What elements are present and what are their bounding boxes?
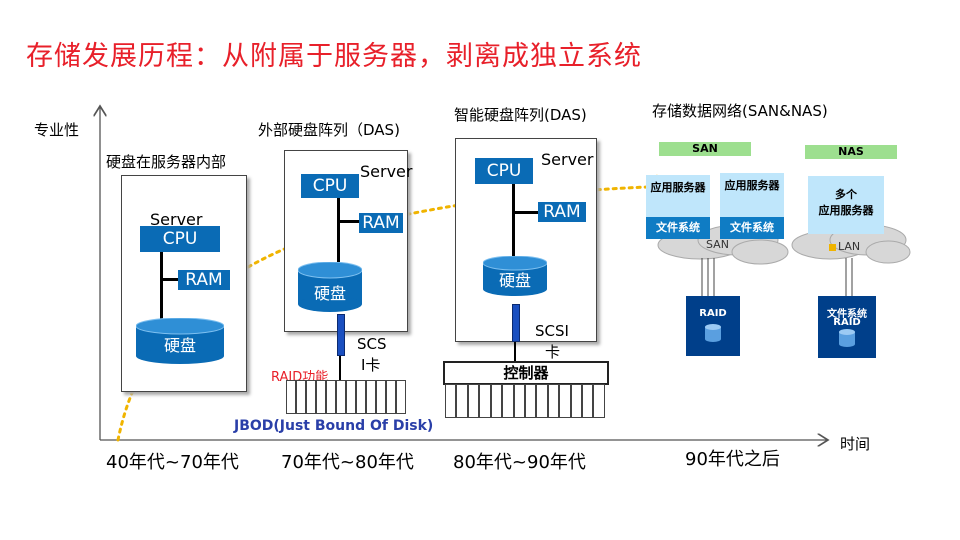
drive-bay xyxy=(296,380,306,414)
san-app-server-2: 应用服务器 xyxy=(720,173,784,217)
drive-bay xyxy=(396,380,406,414)
era-label-1: 40年代~70年代 xyxy=(106,452,239,473)
drive-bay xyxy=(479,384,491,418)
stage2-jbod-label: JBOD(Just Bound Of Disk) xyxy=(234,418,434,434)
stage2-server-label: Server xyxy=(360,162,413,181)
stage3-disk: 硬盘 xyxy=(482,255,548,296)
stage2-card-label-1: SCS xyxy=(357,335,387,353)
drive-bay xyxy=(326,380,336,414)
disk-icon xyxy=(705,324,721,342)
nas-fs-label: 文件系统 xyxy=(827,309,867,320)
drive-bay xyxy=(524,384,537,418)
san-pill: SAN xyxy=(659,142,751,156)
nas-raid: 文件系统 RAID xyxy=(818,296,876,358)
stage3-heading: 智能硬盘阵列(DAS) xyxy=(454,106,587,124)
nas-multi-app-server: 多个 应用服务器 xyxy=(808,176,884,234)
stage1-bus-line xyxy=(160,252,163,324)
stage1-heading: 硬盘在服务器内部 xyxy=(106,153,227,171)
disk-icon xyxy=(482,255,548,296)
stage4-heading: 存储数据网络(SAN&NAS) xyxy=(652,102,828,120)
drive-bay xyxy=(536,384,548,418)
san-fs-1: 文件系统 xyxy=(646,217,710,239)
drive-bay xyxy=(386,380,396,414)
stage2-card-label-2: I卡 xyxy=(361,356,381,374)
stage2-bus-line xyxy=(337,198,340,266)
stage2-heading: 外部硬盘阵列（DAS) xyxy=(258,121,400,139)
page-title: 存储发展历程：从附属于服务器，剥离成独立系统 xyxy=(26,41,642,72)
stage2-disk: 硬盘 xyxy=(297,261,363,312)
drive-bay xyxy=(376,380,386,414)
drive-bay xyxy=(356,380,366,414)
drive-bay xyxy=(582,384,594,418)
nas-pill: NAS xyxy=(805,145,897,159)
era-label-2: 70年代~80年代 xyxy=(281,452,414,473)
stage2-card-link xyxy=(339,356,341,380)
drive-bay xyxy=(490,384,503,418)
san-raid-label: RAID xyxy=(699,308,727,319)
stage3-ram: RAM xyxy=(538,202,586,222)
stage3-server-label: Server xyxy=(541,150,594,169)
drive-bay xyxy=(346,380,356,414)
drive-bay xyxy=(467,384,480,418)
stage2-ram-link xyxy=(337,220,359,223)
stage3-ram-link xyxy=(512,211,538,214)
drive-bay xyxy=(316,380,326,414)
stage1-ram: RAM xyxy=(178,270,230,290)
stage2-scsi-card xyxy=(337,314,345,356)
stage1-disk: 硬盘 xyxy=(135,317,225,364)
app-server-label: 应用服务器 xyxy=(650,181,706,194)
stage3-card-label-1: SCSI xyxy=(535,322,569,340)
multi-label-2: 应用服务器 xyxy=(818,204,874,217)
era-label-3: 80年代~90年代 xyxy=(453,452,586,473)
stage2-disk-label: 硬盘 xyxy=(313,284,346,303)
san-app-server-1: 应用服务器 xyxy=(646,175,710,217)
y-axis-label: 专业性 xyxy=(34,121,80,139)
disk-icon xyxy=(135,317,225,364)
drive-bay xyxy=(513,384,525,418)
stage3-controller: 控制器 xyxy=(443,361,609,385)
x-axis-label: 时间 xyxy=(840,435,871,453)
era-label-4: 90年代之后 xyxy=(685,449,780,470)
san-fs-2: 文件系统 xyxy=(720,217,784,239)
nas-raid-label: RAID xyxy=(833,317,861,328)
drive-bay xyxy=(547,384,560,418)
stage3-scsi-card xyxy=(512,304,520,342)
stage1-server-label: Server xyxy=(150,210,203,229)
stage3-disk-label: 硬盘 xyxy=(498,271,531,290)
stage1-ram-link xyxy=(160,278,178,281)
drive-bay xyxy=(456,384,468,418)
stage1-disk-label: 硬盘 xyxy=(163,336,196,355)
stage3-card-link xyxy=(514,342,516,362)
lan-cloud-label: LAN xyxy=(838,240,861,253)
drive-bay xyxy=(445,384,457,418)
app-server-label: 应用服务器 xyxy=(724,179,780,192)
multi-label-1: 多个 xyxy=(835,188,857,201)
drive-bay xyxy=(366,380,376,414)
san-cloud-label: SAN xyxy=(706,238,729,251)
disk-icon xyxy=(839,329,855,347)
san-raid: RAID xyxy=(686,296,740,356)
drive-bay xyxy=(336,380,346,414)
stage3-drives xyxy=(445,384,605,418)
lan-bullet-icon xyxy=(829,244,836,251)
stage2-cpu: CPU xyxy=(301,174,359,198)
stage1-cpu: CPU xyxy=(140,226,220,252)
stage3-bus-line xyxy=(512,184,515,260)
stage2-jbod-drives xyxy=(286,380,406,414)
stage3-cpu: CPU xyxy=(475,158,533,184)
drive-bay xyxy=(593,384,605,418)
drive-bay xyxy=(570,384,583,418)
disk-icon xyxy=(297,261,363,312)
drive-bay xyxy=(286,380,296,414)
drive-bay xyxy=(559,384,571,418)
stage2-ram: RAM xyxy=(359,213,403,233)
stage3-card-label-2: 卡 xyxy=(545,343,561,361)
drive-bay xyxy=(502,384,514,418)
drive-bay xyxy=(306,380,316,414)
